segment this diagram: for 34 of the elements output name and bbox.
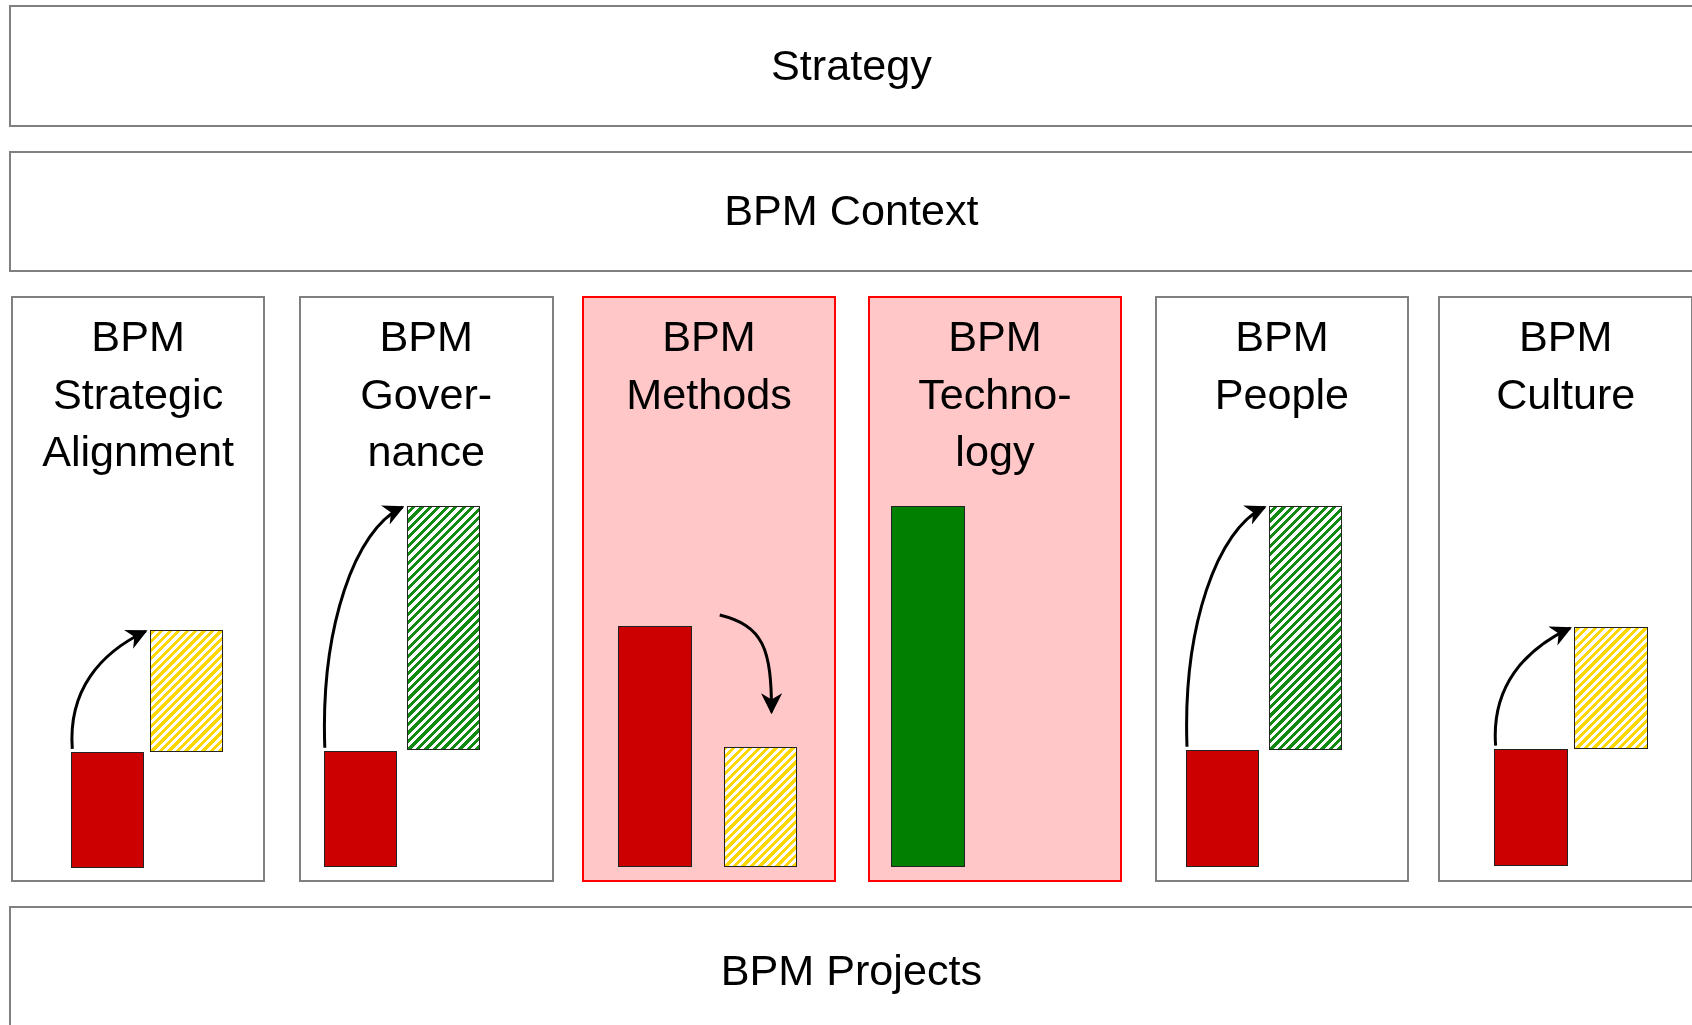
pillar-title: BPM Gover- nance	[359, 311, 494, 477]
pillar-panel	[867, 295, 1123, 882]
hatched-bar	[1574, 626, 1648, 749]
pillar-panel	[1438, 295, 1692, 882]
band-label: Strategy	[770, 40, 933, 92]
curved-arrow	[719, 613, 782, 715]
pillar-panel	[10, 295, 266, 882]
solid-bar	[71, 751, 145, 869]
layer-band	[8, 5, 1692, 128]
pillar-title: BPM People	[1213, 311, 1351, 420]
pillar-title: BPM Strategic Alignment	[41, 311, 236, 477]
layer-band	[8, 151, 1692, 272]
pillar-panel	[581, 295, 837, 882]
curved-arrow	[1185, 505, 1267, 747]
band-label: BPM Projects	[719, 945, 984, 997]
pillar-panel	[1154, 295, 1410, 882]
solid-bar	[323, 750, 397, 868]
band-label: BPM Context	[723, 185, 980, 237]
solid-bar	[1185, 749, 1260, 868]
pillar-panel	[298, 295, 554, 882]
hatched-bar	[1268, 505, 1343, 750]
solid-bar	[1494, 748, 1568, 867]
curved-arrow	[1493, 626, 1572, 746]
curved-arrow	[323, 505, 405, 748]
solid-bar	[891, 505, 965, 868]
curved-arrow	[70, 629, 148, 749]
pillar-title: BPM Methods	[625, 311, 793, 420]
hatched-bar	[149, 630, 224, 752]
solid-bar	[618, 625, 692, 868]
pillar-title: BPM Techno- logy	[917, 311, 1073, 477]
layer-band	[8, 906, 1692, 1025]
pillar-title: BPM Culture	[1495, 311, 1637, 420]
hatched-bar	[406, 505, 480, 750]
hatched-bar	[723, 746, 798, 868]
